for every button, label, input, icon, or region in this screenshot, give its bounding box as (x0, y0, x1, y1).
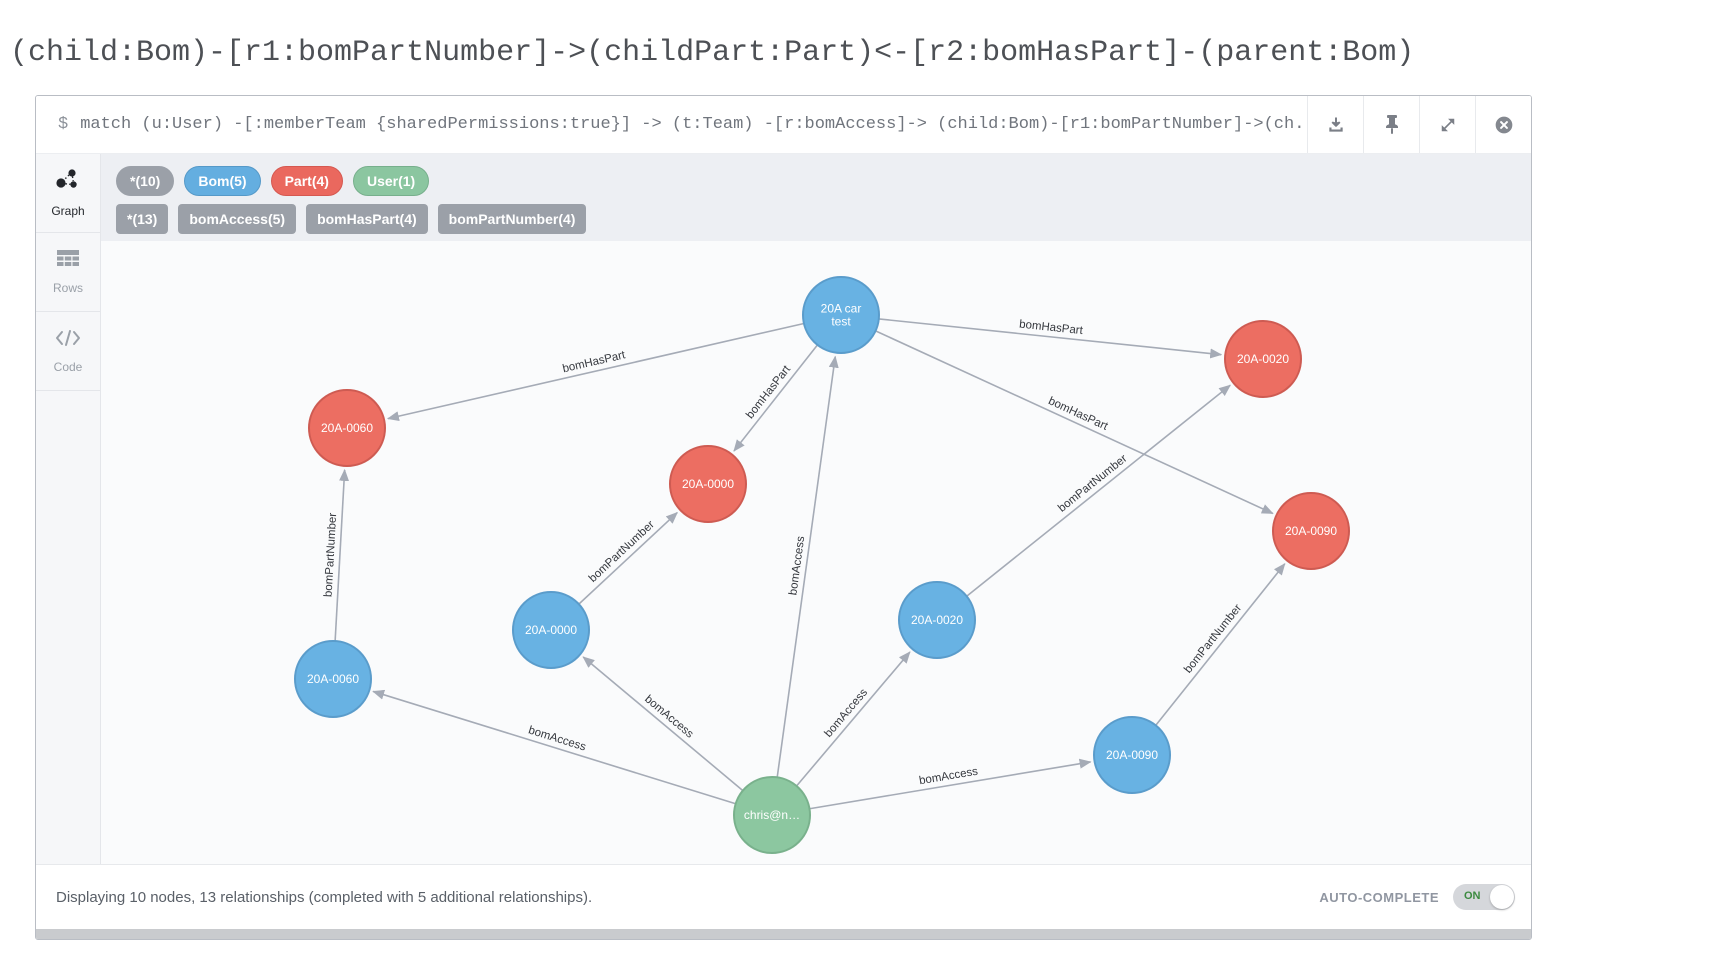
graph-edge-bomPartNumber[interactable]: bomPartNumber (323, 468, 350, 642)
node-label-pills: *(10) Bom(5) Part(4) User(1) (116, 163, 1531, 199)
node-caption: 20A-0000 (525, 623, 577, 637)
download-icon (1326, 115, 1346, 135)
prompt-symbol: $ (58, 115, 69, 134)
graph-node-user_chris[interactable]: chris@n… (733, 776, 811, 854)
graph-node-part_0020[interactable]: 20A-0020 (1224, 320, 1302, 398)
rel-type-pill[interactable]: bomPartNumber(4) (437, 204, 587, 234)
graph-edge-bomAccess[interactable]: bomAccess (809, 758, 1092, 810)
node-caption: 20A-0060 (307, 672, 359, 686)
horizontal-scrollbar[interactable] (36, 929, 1531, 939)
edge-label: bomAccess (823, 686, 871, 739)
query-actions (1307, 96, 1531, 153)
rel-type-pill[interactable]: bomAccess(5) (178, 204, 297, 234)
code-icon (54, 328, 82, 353)
graph-edge-bomHasPart[interactable]: bomHasPart (875, 330, 1274, 515)
edge-label: bomPartNumber (587, 519, 657, 585)
expand-icon (1438, 115, 1458, 135)
cypher-pattern-line: (child:Bom)-[r1:bomPartNumber]->(childPa… (10, 36, 1415, 70)
graph-edge-bomAccess[interactable]: bomAccess (776, 355, 839, 778)
autocomplete-label: AUTO-COMPLETE (1319, 889, 1439, 905)
graph-node-part_0090[interactable]: 20A-0090 (1272, 492, 1350, 570)
tab-graph[interactable]: Graph (36, 154, 100, 233)
edge-label: bomPartNumber (323, 512, 340, 597)
node-caption: 20A-0060 (321, 421, 373, 435)
edge-label: bomAccess (918, 766, 979, 788)
rel-type-pill[interactable]: bomHasPart(4) (306, 204, 428, 234)
graph-edge-bomAccess[interactable]: bomAccess (372, 689, 736, 805)
tab-rows-label: Rows (52, 281, 83, 295)
legend-strip: *(10) Bom(5) Part(4) User(1) *(13) bomAccess… (101, 154, 1531, 241)
node-label-pill[interactable]: Part(4) (270, 166, 343, 196)
edge-label: bomHasPart (744, 363, 793, 421)
graph-edge-bomHasPart[interactable]: bomHasPart (386, 322, 805, 422)
download-button[interactable] (1307, 96, 1363, 153)
graph-node-part_0000[interactable]: 20A-0000 (669, 445, 747, 523)
node-caption: 20A-0020 (1237, 352, 1289, 366)
node-caption: 20A-0000 (682, 477, 734, 491)
toggle-state-text: ON (1464, 890, 1481, 902)
graph-node-bom_0060[interactable]: 20A-0060 (294, 640, 372, 718)
result-frame-card: $ match (u:User) -[:memberTeam {sharedPe… (35, 95, 1532, 940)
query-text: match (u:User) -[:memberTeam {sharedPerm… (80, 115, 1307, 134)
node-caption: 20A-0020 (911, 613, 963, 627)
toggle-knob (1490, 885, 1514, 909)
fullscreen-button[interactable] (1419, 96, 1475, 153)
node-label-pill[interactable]: Bom(5) (184, 166, 261, 196)
autocomplete-toggle[interactable]: ON (1453, 884, 1515, 910)
node-caption: 20A-0090 (1285, 524, 1337, 538)
graph-node-part_0060[interactable]: 20A-0060 (308, 389, 386, 467)
graph-node-bom_0090[interactable]: 20A-0090 (1093, 716, 1171, 794)
graph-edge-bomAccess[interactable]: bomAccess (582, 656, 744, 792)
graph-edge-bomAccess[interactable]: bomAccess (795, 651, 911, 787)
pin-icon (1383, 114, 1401, 135)
query-bar: $ match (u:User) -[:memberTeam {sharedPe… (36, 96, 1531, 154)
graph-node-bom_0020[interactable]: 20A-0020 (898, 581, 976, 659)
node-label-pill[interactable]: *(10) (116, 166, 175, 196)
graph-edge-bomHasPart[interactable]: bomHasPart (733, 344, 819, 452)
relationship-type-pills: *(13) bomAccess(5) bomHasPart(4) bomPartNum… (116, 201, 1531, 237)
graph-node-bom_0000[interactable]: 20A-0000 (512, 591, 590, 669)
status-bar: Displaying 10 nodes, 13 relationships (c… (36, 864, 1531, 929)
edge-label: bomAccess (642, 693, 695, 741)
autocomplete-control: AUTO-COMPLETE ON (1319, 884, 1515, 910)
graph-edge-bomHasPart[interactable]: bomHasPart (878, 318, 1223, 359)
close-button[interactable] (1475, 96, 1531, 153)
tab-code-label: Code (53, 360, 83, 374)
graph-edge-bomPartNumber[interactable]: bomPartNumber (1155, 563, 1286, 726)
edge-label: bomAccess (787, 535, 807, 596)
tab-graph-label: Graph (51, 204, 85, 218)
edge-label: bomPartNumber (1056, 453, 1129, 515)
table-icon (56, 249, 80, 274)
edge-label: bomPartNumber (1182, 602, 1244, 676)
node-caption: chris@n… (744, 808, 800, 822)
pin-button[interactable] (1363, 96, 1419, 153)
rel-type-pill[interactable]: *(13) (116, 204, 169, 234)
node-label-pill[interactable]: User(1) (352, 166, 430, 196)
tab-rows[interactable]: Rows (36, 233, 100, 312)
graph-icon (55, 168, 81, 197)
tab-code[interactable]: Code (36, 312, 100, 391)
status-text: Displaying 10 nodes, 13 relationships (c… (56, 888, 593, 906)
query-text-area[interactable]: $ match (u:User) -[:memberTeam {sharedPe… (36, 96, 1307, 153)
graph-edge-bomPartNumber[interactable]: bomPartNumber (578, 511, 678, 605)
close-icon (1494, 115, 1514, 135)
view-mode-rail: Graph Rows Code (36, 154, 101, 939)
node-caption: 20A-0090 (1106, 748, 1158, 762)
